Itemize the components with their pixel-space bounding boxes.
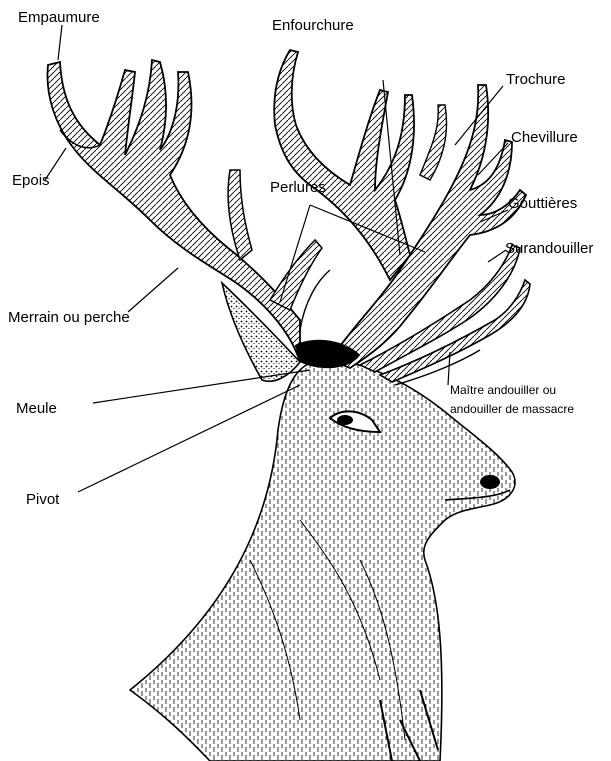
label-trochure: Trochure	[506, 72, 565, 87]
leader-empaumure	[58, 25, 62, 60]
label-surandouiller: Surandouiller	[505, 241, 593, 256]
label-epois: Epois	[12, 173, 50, 188]
label-maitre-andouiller-line1: Maître andouiller ou	[450, 384, 556, 396]
leader-pivot	[78, 385, 300, 492]
label-maitre-andouiller-line2: andouiller de massacre	[450, 403, 574, 415]
label-meule: Meule	[16, 401, 57, 416]
label-empaumure: Empaumure	[18, 10, 100, 25]
leader-merrain	[128, 268, 178, 312]
label-gouttieres: Gouttières	[508, 196, 577, 211]
label-pivot: Pivot	[26, 492, 59, 507]
label-merrain-ou-perche: Merrain ou perche	[8, 310, 130, 325]
leader-meule	[93, 370, 310, 403]
label-enfourchure: Enfourchure	[272, 18, 354, 33]
label-chevillure: Chevillure	[511, 130, 578, 145]
label-perlures: Perlures	[270, 180, 326, 195]
leader-surandouiller	[488, 250, 506, 262]
